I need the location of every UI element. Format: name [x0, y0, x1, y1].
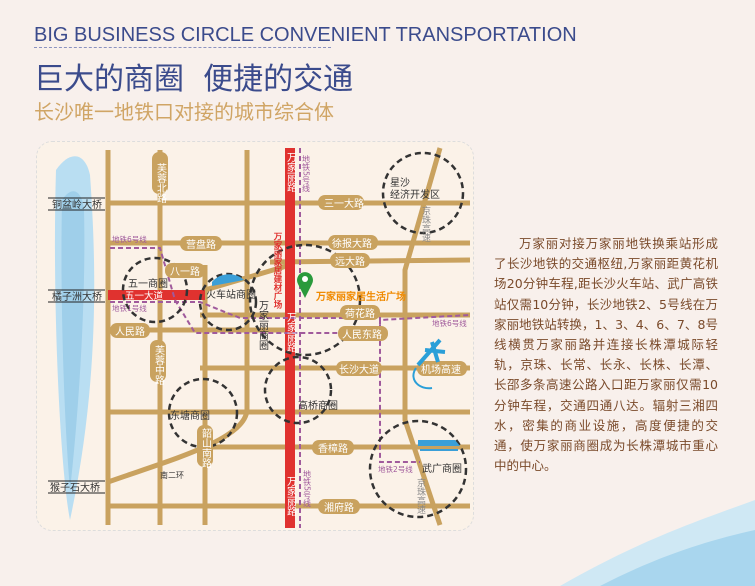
circle-label-train: 火车站商圈: [206, 288, 256, 301]
road-label-furong-north: 芙蓉北路: [155, 162, 167, 204]
bridge-houzishi: 猴子石大桥: [50, 481, 100, 494]
road-label-xubao: 徐报大路: [332, 237, 372, 250]
circle-label-wuguang: 武广商圈: [422, 462, 462, 475]
building-vertical-label: 万家丽家居建材广场: [272, 232, 283, 309]
location-pin-icon: [297, 272, 313, 298]
english-title: BIG BUSINESS CIRCLE CONVENIENT TRANSPORT…: [34, 24, 577, 46]
transport-description: 万家丽对接万家丽地铁换乘站形成了长沙地铁的交通枢纽,万家丽距黄花机场20分钟车程…: [494, 236, 718, 474]
road-label-sanyi: 三一大路: [324, 197, 364, 210]
road-label-furong-mid: 芙蓉中路: [153, 344, 165, 386]
vertical-labels: 芙蓉北路 万家丽路 地铁5号线 万家丽家居建材广场 万家丽路 芙蓉中路 韶山南路…: [150, 152, 431, 517]
road-label-hehua: 荷花路: [345, 307, 375, 320]
circle-label-gaoqiao: 高桥商圈: [298, 399, 338, 412]
train-icon: [212, 274, 244, 286]
page-title: 巨大的商圈 便捷的交通: [34, 62, 354, 97]
metro-label-line1: 地铁1号线: [112, 303, 147, 313]
road-labels: 三一大路 营盘路 徐报大路 远大路 八一路 五一大道 荷花路 人民路 人民东路 …: [110, 195, 467, 514]
bridge-tongpenling: 铜盆岭大桥: [52, 198, 102, 211]
metro-label-line2: 地铁2号线: [378, 464, 413, 474]
metro-label-line5-bottom: 地铁5号线: [303, 469, 312, 507]
road-label-airport-exp: 机场高速: [421, 363, 461, 376]
circle-label-xingsha-2: 经济开发区: [390, 188, 440, 201]
roads: [105, 147, 471, 526]
road-label-renmin: 人民路: [115, 325, 145, 338]
road-label-wuyi: 五一大道: [125, 290, 164, 302]
title-divider: [34, 47, 331, 48]
wanjiali-road-red: [285, 148, 295, 528]
road-label-changsha-ave: 长沙大道: [339, 363, 379, 376]
road-label-yuanda: 远大路: [335, 255, 365, 268]
road-label-jingzhu-bottom: 京珠高速: [415, 477, 426, 515]
road-label-wanjiali-bottom: 万家丽路: [285, 476, 297, 517]
page-subtitle: 长沙唯一地铁口对接的城市综合体: [34, 100, 334, 124]
circle-label-wuyi: 五一商圈: [128, 277, 168, 290]
road-label-wanjiali-mid: 万家丽路: [285, 312, 297, 353]
road-label-xiangfu: 湘府路: [324, 501, 354, 514]
road-label-south-ring2: 南二环: [160, 470, 184, 480]
bridges: 铜盆岭大桥 橘子洲大桥 猴子石大桥: [48, 197, 105, 494]
road-label-xiangzhang: 香樟路: [318, 442, 348, 455]
wuyi-avenue-red: [108, 290, 205, 300]
road-label-shaoshan-south: 韶山南路: [200, 427, 212, 469]
bridge-juzizhou: 橘子洲大桥: [52, 290, 102, 303]
circle-label-wanjiali: 万家丽商圈: [257, 300, 269, 351]
metro-label-line5-top: 地铁5号线: [302, 154, 311, 192]
road-label-jingzhu-top: 京珠高速: [420, 205, 431, 243]
airplane-icon: [412, 338, 446, 390]
high-speed-rail-icon: [418, 440, 460, 451]
road-label-renmin-east: 人民东路: [342, 328, 382, 341]
project-label: 万家丽家居生活广场: [315, 290, 406, 303]
metro-label-line6-east: 地铁6号线: [432, 318, 467, 328]
road-label-bayi: 八一路: [170, 265, 200, 278]
road-label-wanjiali-top: 万家丽路: [285, 152, 297, 193]
circle-label-dongtang: 东塘商圈: [170, 409, 210, 422]
road-label-yingpan: 营盘路: [186, 238, 216, 251]
circle-label-xingsha: 星沙: [390, 177, 410, 189]
metro-label-line6-west: 地铁6号线: [112, 234, 147, 244]
